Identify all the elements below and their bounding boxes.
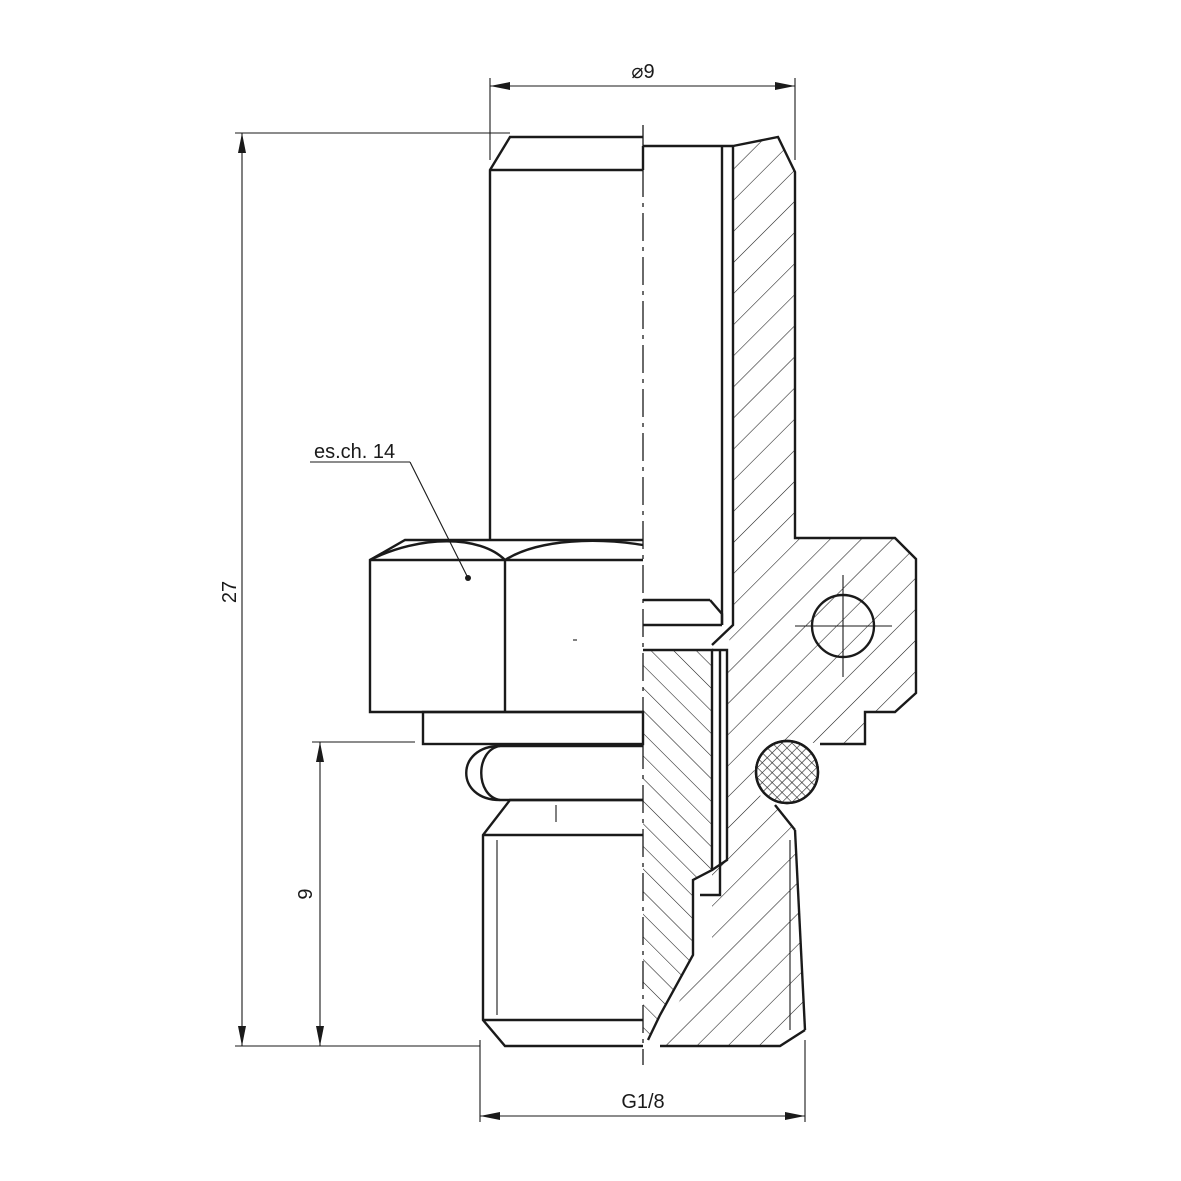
section-view: [641, 135, 918, 1048]
o-ring-exterior: [465, 744, 643, 802]
hex-nut: [368, 538, 643, 714]
diameter-dim-text: ⌀9: [631, 61, 654, 83]
body-section: [660, 137, 916, 1046]
hex-callout-text: es.ch. 14: [314, 441, 395, 463]
threaded-spigot: [481, 798, 643, 1048]
sleeve-section: [643, 650, 712, 1040]
thread-size-dim-text: G1/8: [621, 1091, 664, 1113]
exterior-view: [368, 125, 645, 1065]
thread-length-dim-text: 9: [295, 888, 317, 899]
hex-callout: es.ch. 14: [310, 441, 471, 581]
washer: [421, 710, 645, 746]
dimensions: ⌀9 27 9 G1/8: [219, 61, 806, 1122]
overall-height-dim-text: 27: [219, 581, 241, 603]
